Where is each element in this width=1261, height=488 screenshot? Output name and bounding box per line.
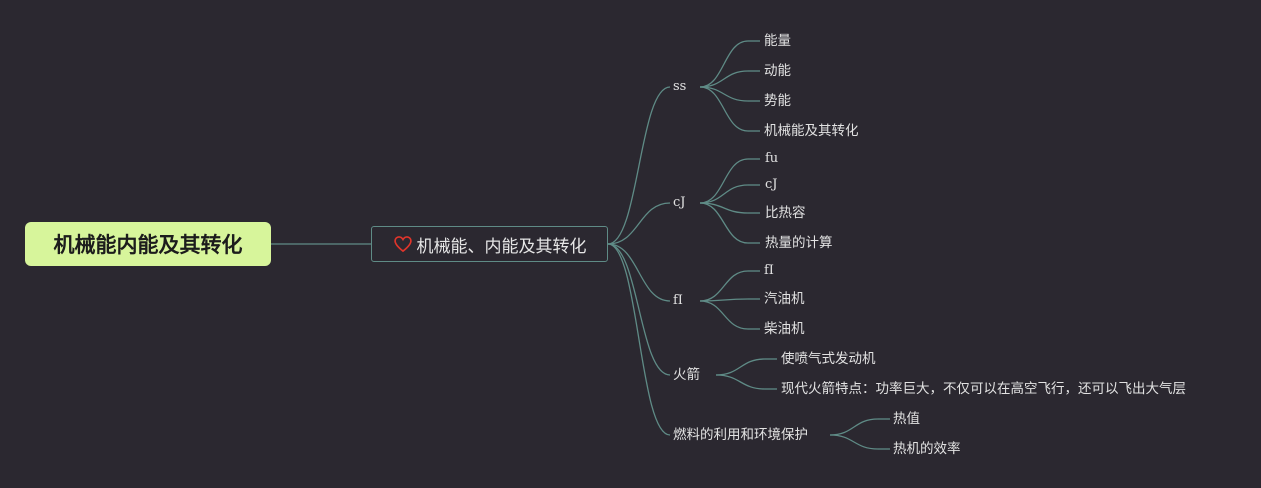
subtopic-engine-efficiency[interactable]: 热机的效率 [893, 440, 961, 458]
subtopic-label: 汽油机 [764, 291, 805, 307]
connector-branch-3-child-0 [715, 358, 766, 376]
connector-main-branch-2 [607, 243, 671, 302]
subtopic-label: 使喷气式发动机 [781, 351, 876, 367]
subtopic-label: fu [765, 151, 779, 166]
connector-branch-2-child-2 [699, 300, 749, 330]
subtopic-label: fI [764, 263, 774, 278]
subtopic-cj[interactable]: cJ [765, 176, 778, 194]
branch-label: fI [673, 293, 683, 308]
connector-main-branch-0 [607, 86, 671, 245]
branch-topic-cj[interactable]: cJ [673, 194, 686, 212]
subtopic-fi[interactable]: fI [764, 262, 774, 280]
subtopic-specific-heat[interactable]: 比热容 [765, 204, 806, 222]
subtopic-diesel-engine[interactable]: 柴油机 [764, 320, 805, 338]
subtopic-label: 现代火箭特点：功率巨大，不仅可以在高空飞行，还可以飞出大气层 [781, 381, 1186, 397]
subtopic-heat-calculation[interactable]: 热量的计算 [765, 234, 833, 252]
branch-label: ss [673, 79, 687, 94]
connector-branch-4-child-0 [829, 418, 879, 436]
main-topic[interactable]: 机械能、内能及其转化 [371, 226, 608, 262]
subtopic-label: 能量 [764, 33, 791, 49]
subtopic-label: 柴油机 [764, 321, 805, 337]
connector-branch-0-child-3 [699, 86, 749, 132]
subtopic-label: 热量的计算 [765, 235, 833, 251]
subtopic-label: 比热容 [765, 205, 806, 221]
root-topic-label: 机械能内能及其转化 [53, 233, 243, 257]
connector-branch-1-child-1 [699, 184, 749, 204]
subtopic-calorific-value[interactable]: 热值 [893, 410, 920, 428]
subtopic-label: 机械能及其转化 [764, 123, 859, 139]
connector-main-branch-1 [607, 202, 671, 245]
subtopic-label: cJ [765, 177, 778, 192]
subtopic-label: 动能 [764, 63, 791, 79]
heart-icon [393, 236, 412, 253]
subtopic-energy[interactable]: 能量 [764, 32, 791, 50]
subtopic-label: 势能 [764, 93, 791, 109]
subtopic-jet-engine[interactable]: 使喷气式发动机 [781, 350, 876, 368]
subtopic-gasoline-engine[interactable]: 汽油机 [764, 290, 805, 308]
connector-branch-4-child-1 [829, 434, 879, 450]
connector-branch-1-child-0 [699, 158, 749, 204]
branch-topic-fuel[interactable]: 燃料的利用和环境保护 [673, 426, 808, 444]
connector-branch-2-child-0 [699, 270, 749, 302]
subtopic-kinetic-energy[interactable]: 动能 [764, 62, 791, 80]
branch-label: cJ [673, 195, 686, 210]
connector-branch-3-child-1 [715, 374, 766, 390]
subtopic-modern-rocket[interactable]: 现代火箭特点：功率巨大，不仅可以在高空飞行，还可以飞出大气层 [781, 380, 1186, 398]
branch-topic-rocket[interactable]: 火箭 [673, 366, 700, 384]
subtopic-label: 热机的效率 [893, 441, 961, 457]
main-topic-label: 机械能、内能及其转化 [416, 236, 587, 257]
branch-topic-fi[interactable]: fI [673, 292, 683, 310]
connector-main-branch-3 [607, 243, 671, 376]
connector-branch-1-child-3 [699, 202, 749, 244]
subtopic-label: 热值 [893, 411, 920, 427]
root-topic[interactable]: 机械能内能及其转化 [25, 222, 271, 266]
branch-topic-ss[interactable]: ss [673, 78, 686, 96]
connector-branch-0-child-0 [699, 40, 749, 88]
subtopic-potential-energy[interactable]: 势能 [764, 92, 791, 110]
branch-label: 火箭 [673, 367, 700, 383]
connector-main-branch-4 [607, 243, 671, 436]
subtopic-fu[interactable]: fu [765, 150, 778, 168]
subtopic-mechanical-energy[interactable]: 机械能及其转化 [764, 122, 859, 140]
connector-branch-0-child-1 [699, 70, 749, 88]
branch-label: 燃料的利用和环境保护 [673, 427, 808, 443]
